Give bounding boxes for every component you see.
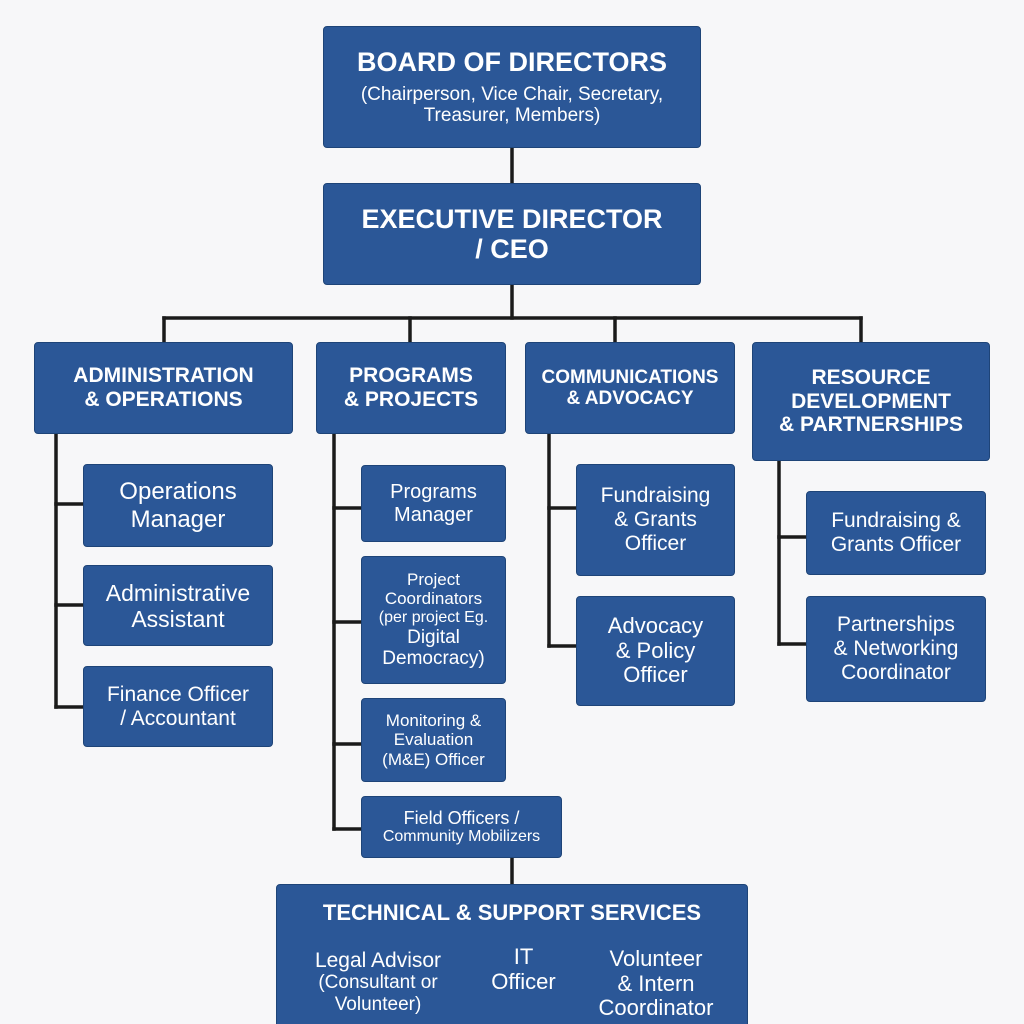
department-administration-box: ADMINISTRATION & OPERATIONS <box>34 342 293 434</box>
department-communications-line-2: & ADVOCACY <box>566 388 694 409</box>
role-advocacy-policy-officer: Advocacy & Policy Officer <box>576 596 735 706</box>
role-label-line-3: Officer <box>623 662 688 688</box>
legal-line-2: (Consultant or <box>318 972 438 994</box>
role-label-line-1: Partnerships <box>837 613 955 637</box>
technical-legal-advisor: Legal Advisor (Consultant or Volunteer) <box>290 942 466 1022</box>
role-administrative-assistant: Administrative Assistant <box>83 565 273 646</box>
role-label-line-2: / Accountant <box>120 706 236 730</box>
department-resource-line-1: RESOURCE <box>811 365 931 389</box>
role-label-line-1: Field Officers / <box>403 807 520 828</box>
role-field-officers: Field Officers / Community Mobilizers <box>361 796 562 858</box>
role-fundraising-grants-officer-resource: Fundraising & Grants Officer <box>806 491 986 575</box>
department-programs-line-1: PROGRAMS <box>349 364 473 388</box>
role-label-line-1: Project <box>407 570 460 590</box>
role-label-line-1: Fundraising & <box>831 509 961 533</box>
role-label-line-2: & Networking <box>833 637 959 661</box>
role-label-line-1: Finance Officer <box>106 682 249 706</box>
executive-line-2: / CEO <box>475 234 549 264</box>
role-fundraising-grants-officer-comms: Fundraising & Grants Officer <box>576 464 735 576</box>
role-label-line-2: & Grants <box>614 508 697 532</box>
role-label-line-4: Digital <box>407 626 460 648</box>
role-label-line-3: Officer <box>624 531 687 555</box>
technical-it-officer: IT Officer <box>476 942 571 998</box>
role-label-line-1: Programs <box>390 480 477 503</box>
volunteer-line-3: Coordinator <box>598 995 714 1021</box>
department-resource-line-3: & PARTNERSHIPS <box>779 413 963 437</box>
role-label-line-2: & Policy <box>615 637 696 663</box>
role-label-line-3: (M&E) Officer <box>382 749 485 769</box>
technical-volunteer-intern-coordinator: Volunteer & Intern Coordinator <box>580 944 732 1024</box>
role-programs-manager: Programs Manager <box>361 465 506 542</box>
department-communications-line-1: COMMUNICATIONS <box>541 366 719 388</box>
department-administration-line-1: ADMINISTRATION <box>73 364 254 388</box>
role-label-line-2: Manager <box>130 505 226 533</box>
legal-line-3: Volunteer) <box>334 993 422 1015</box>
department-administration-line-2: & OPERATIONS <box>84 388 243 411</box>
role-label-line-2: Coordinators <box>384 589 483 609</box>
role-project-coordinators: Project Coordinators (per project Eg. Di… <box>361 556 506 684</box>
department-resource-line-2: DEVELOPMENT <box>791 389 951 413</box>
legal-line-1: Legal Advisor <box>314 948 442 972</box>
role-label-line-2: Community Mobilizers <box>382 828 541 846</box>
board-members-line-1: (Chairperson, Vice Chair, Secretary, <box>360 83 664 105</box>
role-label-line-2: Evaluation <box>393 730 474 750</box>
role-label-line-1: Operations <box>119 478 237 506</box>
department-resource-box: RESOURCE DEVELOPMENT & PARTNERSHIPS <box>752 342 990 461</box>
it-line-2: Officer <box>491 969 556 994</box>
role-finance-officer: Finance Officer / Accountant <box>83 666 273 747</box>
role-label-line-3: (per project Eg. <box>378 608 489 626</box>
technical-title: TECHNICAL & SUPPORT SERVICES <box>322 900 702 925</box>
role-label-line-2: Assistant <box>131 605 225 632</box>
role-label-line-1: Monitoring & <box>385 711 482 731</box>
role-label-line-2: Grants Officer <box>830 533 962 556</box>
it-line-1: IT <box>513 944 534 970</box>
role-operations-manager: Operations Manager <box>83 464 273 547</box>
role-partnerships-networking-coordinator: Partnerships & Networking Coordinator <box>806 596 986 702</box>
technical-support-services-box: TECHNICAL & SUPPORT SERVICES <box>276 884 748 1024</box>
role-label-line-3: Coordinator <box>841 660 951 684</box>
role-label-line-1: Administrative <box>105 579 251 606</box>
role-monitoring-evaluation-officer: Monitoring & Evaluation (M&E) Officer <box>361 698 506 782</box>
board-of-directors-box: BOARD OF DIRECTORS (Chairperson, Vice Ch… <box>323 26 701 148</box>
role-label-line-1: Fundraising <box>600 484 711 508</box>
role-label-line-1: Advocacy <box>607 612 704 638</box>
executive-director-box: EXECUTIVE DIRECTOR / CEO <box>323 183 701 285</box>
volunteer-line-2: & Intern <box>617 970 695 996</box>
executive-line-1: EXECUTIVE DIRECTOR <box>361 203 663 234</box>
department-programs-line-2: & PROJECTS <box>343 388 479 411</box>
board-members-line-2: Treasurer, Members) <box>423 105 601 127</box>
volunteer-line-1: Volunteer <box>609 945 703 971</box>
role-label-line-2: Manager <box>394 503 473 526</box>
department-programs-box: PROGRAMS & PROJECTS <box>316 342 506 434</box>
role-label-line-5: Democracy) <box>382 648 485 670</box>
board-title: BOARD OF DIRECTORS <box>356 47 667 78</box>
department-communications-box: COMMUNICATIONS & ADVOCACY <box>525 342 735 434</box>
